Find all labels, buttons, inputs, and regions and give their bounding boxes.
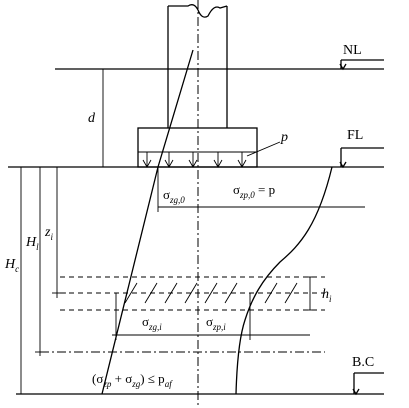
- additional-stress-curve: [235, 166, 333, 395]
- load-label: p: [280, 130, 288, 145]
- foundation-level-line: [8, 147, 384, 169]
- hl-dimension: [35, 167, 48, 356]
- hl-label: Hl: [25, 235, 39, 252]
- geostatic-stress-line: [101, 49, 194, 395]
- natural-level-label: NL: [343, 43, 362, 58]
- hi-label: hi: [322, 287, 332, 304]
- bearing-layer-line: [16, 372, 384, 396]
- depth-d-dimension: [98, 69, 138, 168]
- sigma-zg0-label: σzg,0: [163, 187, 185, 205]
- sigma-zpi-label: σzp,i: [206, 314, 226, 332]
- zi-dimension: [52, 167, 66, 298]
- stress-dim-layer-i: [112, 293, 310, 340]
- termination-condition: (σzp + σzg) ≤ paf: [92, 371, 173, 389]
- sigma-zp0-label: σzp,0 = p: [233, 182, 275, 200]
- column: [167, 4, 228, 128]
- layer-i-boundaries: [60, 276, 325, 311]
- bearing-layer-label: B.C: [352, 355, 374, 370]
- depth-d-label: d: [88, 111, 96, 126]
- hc-label: Hc: [4, 257, 19, 274]
- layer-i-hatch: [124, 282, 298, 304]
- layer-thickness-dimension: [305, 276, 315, 311]
- sigma-zgi-label: σzg,i: [142, 314, 162, 332]
- natural-level-line: [55, 59, 384, 71]
- zi-label: zi: [44, 225, 53, 242]
- foundation-level-label: FL: [347, 128, 363, 143]
- load-leader: [246, 141, 281, 157]
- stress-dim-foundation: [157, 167, 365, 212]
